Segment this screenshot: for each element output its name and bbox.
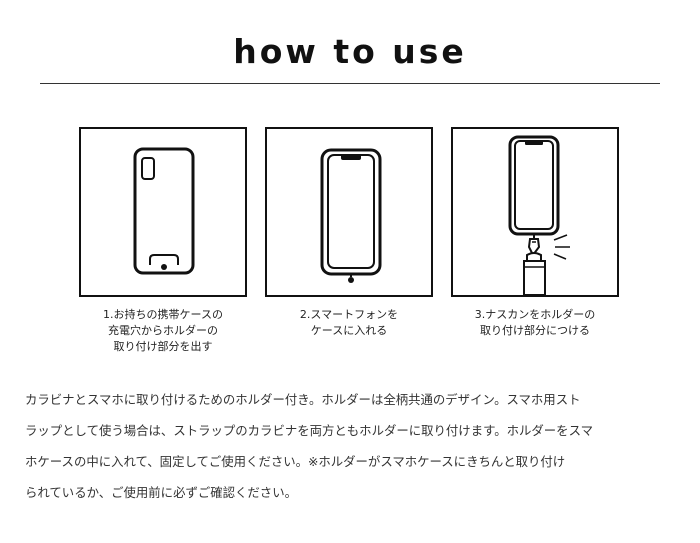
- page-title: how to use: [233, 32, 467, 71]
- step-3-caption: 3.ナスカンをホルダーの 取り付け部分につける: [451, 307, 619, 339]
- caption-line: 1.お持ちの携帯ケースの: [103, 308, 223, 321]
- description-line: ホケースの中に入れて、固定してご使用ください。※ホルダーがスマホケースにきちんと…: [25, 454, 566, 469]
- caption-line: 取り付け部分を出す: [113, 340, 213, 353]
- step-1-caption: 1.お持ちの携帯ケースの 充電穴からホルダーの 取り付け部分を出す: [79, 307, 247, 355]
- step-3: 3.ナスカンをホルダーの 取り付け部分につける: [451, 127, 621, 339]
- phone-with-strap-icon: [508, 135, 570, 295]
- step-1-illustration: [79, 127, 247, 297]
- title-divider: [40, 83, 660, 84]
- caption-line: 取り付け部分につける: [480, 324, 590, 337]
- step-2-illustration: [265, 127, 433, 297]
- description-line: カラビナとスマホに取り付けるためのホルダー付き。ホルダーは全柄共通のデザイン。ス…: [25, 392, 581, 407]
- step-2-caption: 2.スマートフォンを ケースに入れる: [265, 307, 433, 339]
- step-1: 1.お持ちの携帯ケースの 充電穴からホルダーの 取り付け部分を出す: [79, 127, 249, 355]
- description-line: られているか、ご使用前に必ずご確認ください。: [25, 485, 297, 500]
- step-2: 2.スマートフォンを ケースに入れる: [265, 127, 435, 339]
- caption-line: 2.スマートフォンを: [299, 308, 399, 321]
- caption-line: ケースに入れる: [310, 324, 388, 337]
- phone-case-back-icon: [133, 147, 195, 275]
- description-text: カラビナとスマホに取り付けるためのホルダー付き。ホルダーは全柄共通のデザイン。ス…: [25, 384, 675, 508]
- phone-front-icon: [320, 148, 382, 283]
- caption-line: 3.ナスカンをホルダーの: [474, 308, 596, 321]
- description-line: ラップとして使う場合は、ストラップのカラビナを両方ともホルダーに取り付けます。ホ…: [25, 423, 593, 438]
- caption-line: 充電穴からホルダーの: [108, 324, 218, 337]
- step-3-illustration: [451, 127, 619, 297]
